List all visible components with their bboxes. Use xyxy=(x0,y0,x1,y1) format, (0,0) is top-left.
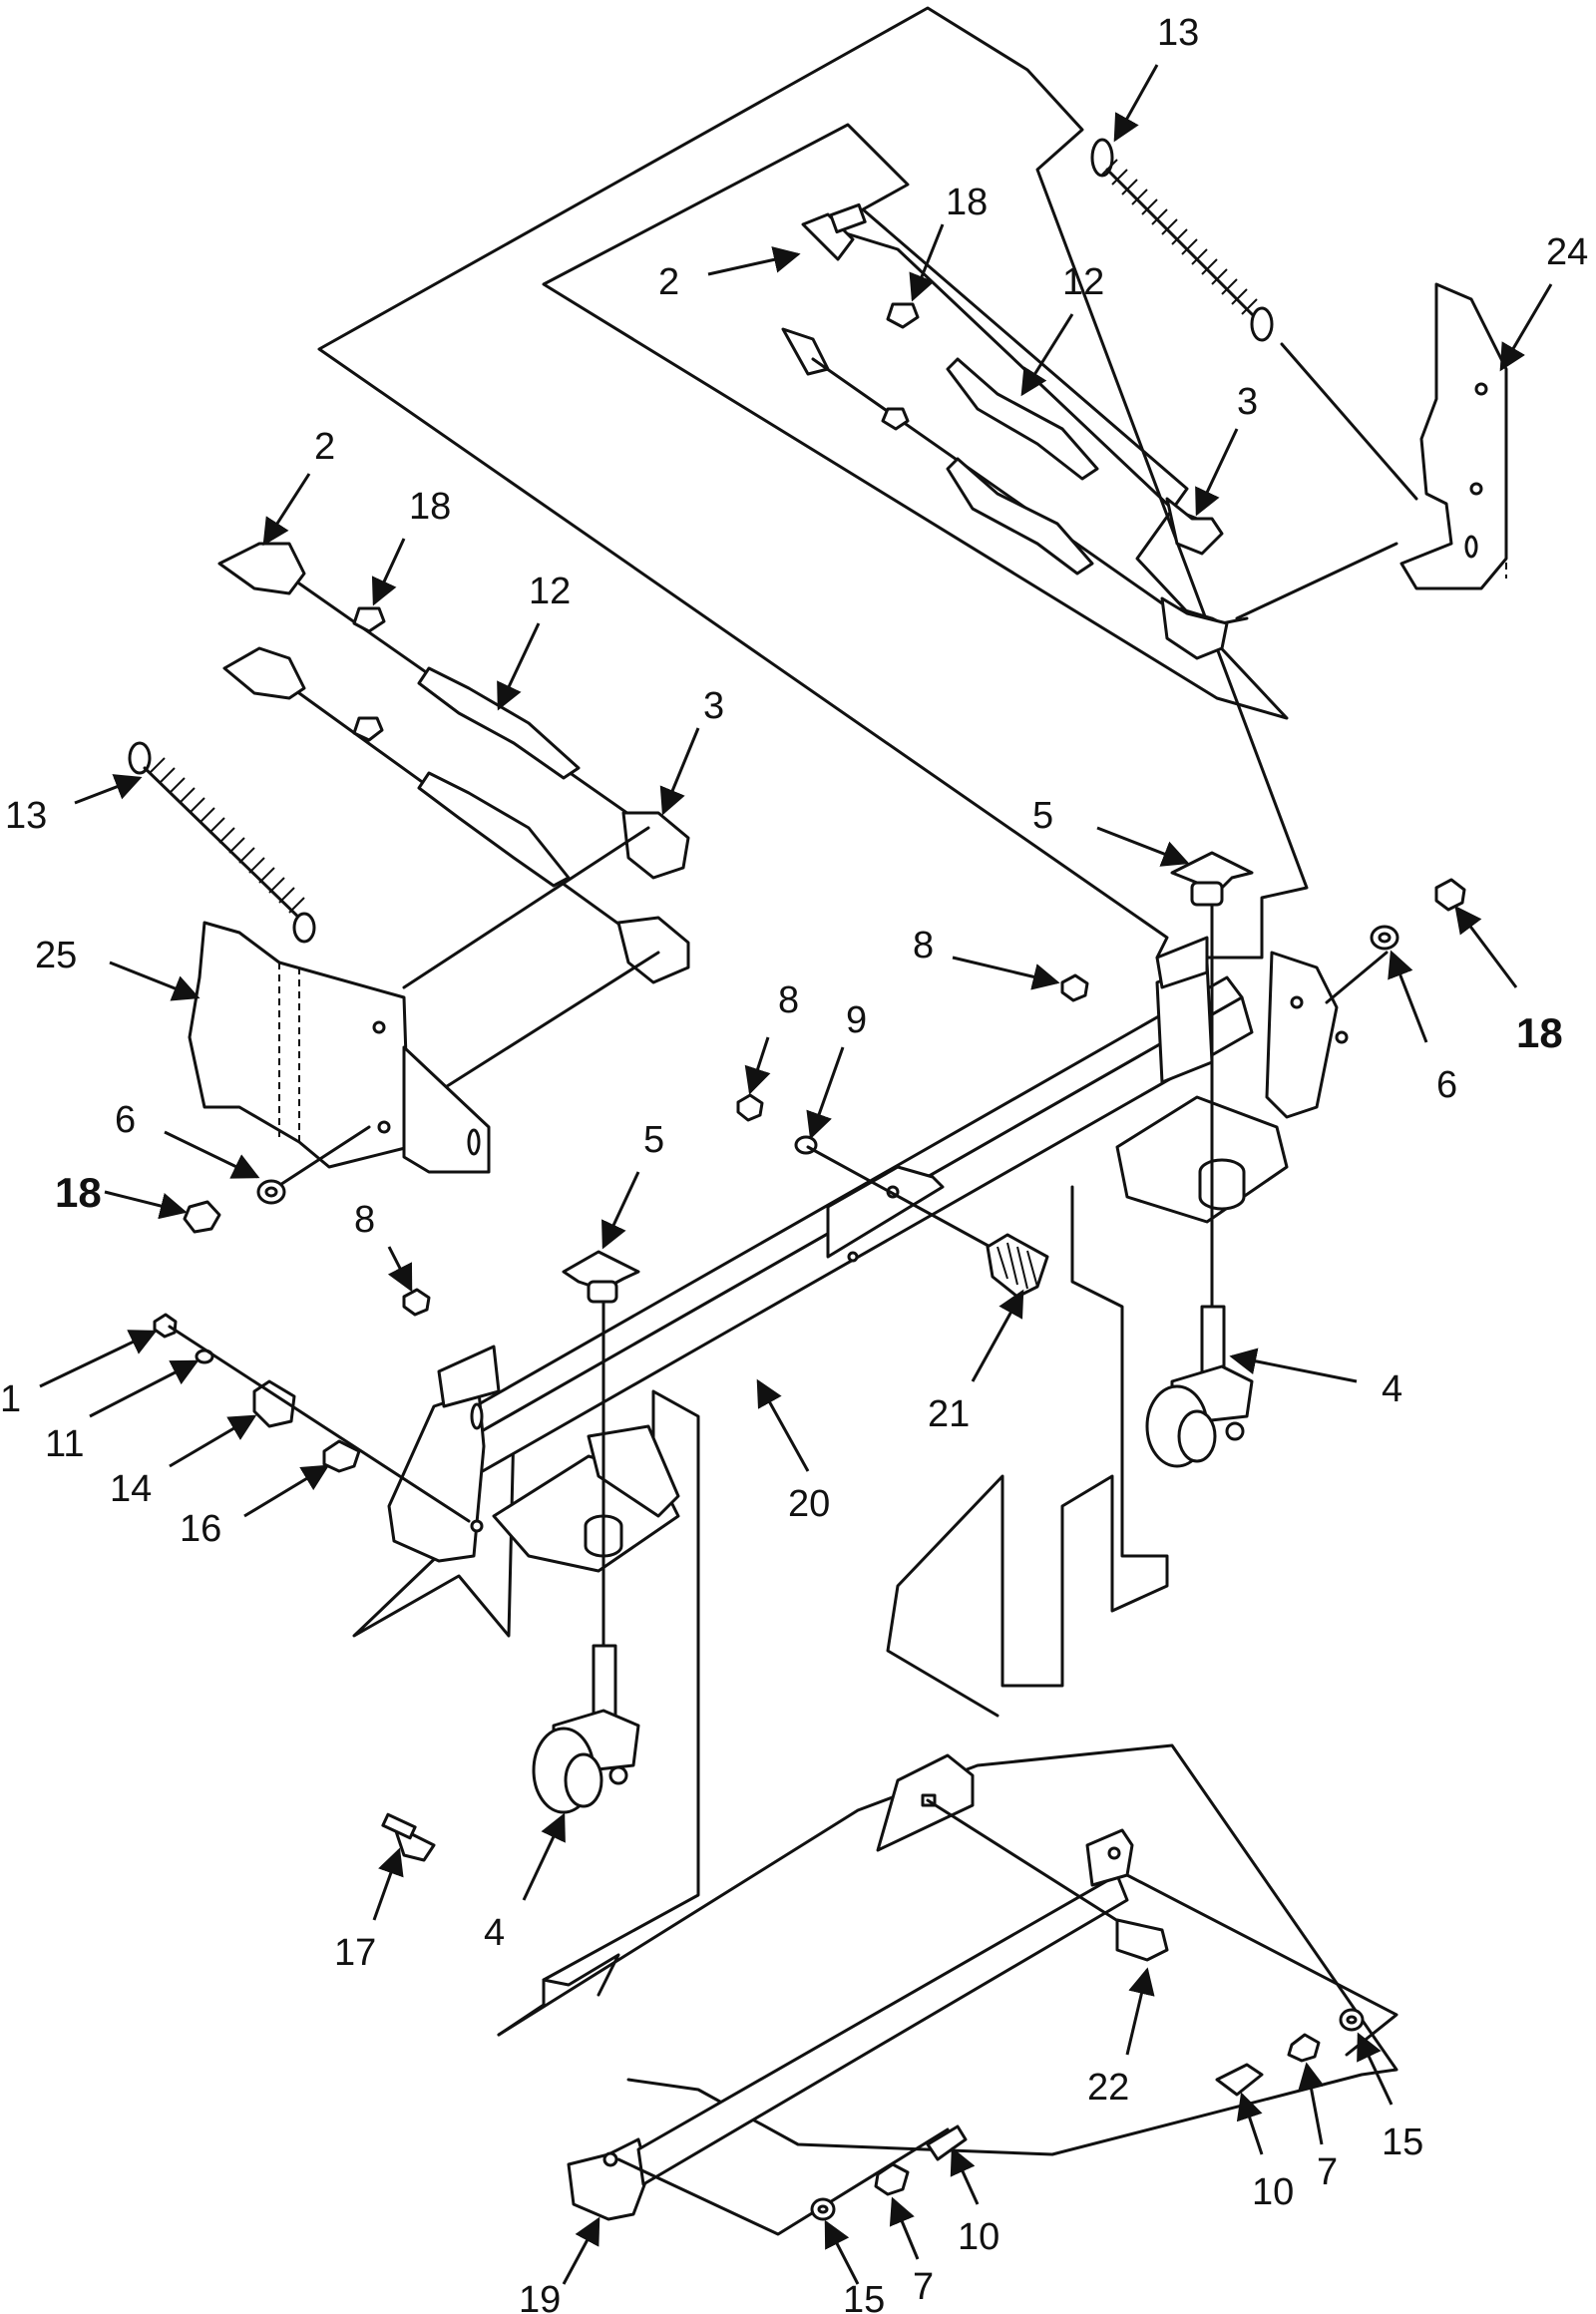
spring-to-bracket-line xyxy=(1280,342,1418,501)
tube-mount-plate xyxy=(826,1165,945,1259)
spacer-16 xyxy=(322,1439,361,1473)
left-bracket-25 xyxy=(188,921,491,1174)
right-caster-4 xyxy=(1145,1305,1254,1468)
left-tube-bracket xyxy=(387,1345,680,1573)
spring-21 xyxy=(986,1233,1049,1299)
callout-10-right: 10 xyxy=(1252,2171,1294,2213)
callout-20: 20 xyxy=(788,1483,830,1525)
left-linkage-rods xyxy=(217,542,690,1109)
callout-15-left: 15 xyxy=(843,2279,885,2314)
washer-15-right xyxy=(1339,2008,1365,2032)
nut-1 xyxy=(153,1313,178,1339)
callout-2-left: 2 xyxy=(314,426,335,468)
callout-22: 22 xyxy=(1087,2067,1129,2109)
bolt-22-line xyxy=(926,1798,1134,1932)
left-spring-13 xyxy=(128,741,316,944)
base-plate-19 xyxy=(567,1753,1134,2221)
callout-4-left: 4 xyxy=(484,1912,505,1954)
bolt-22 xyxy=(1115,1918,1169,1962)
callout-18-bold-left: 18 xyxy=(55,1169,102,1216)
callout-2-top: 2 xyxy=(658,261,679,303)
callout-5-right: 5 xyxy=(1032,795,1053,837)
left-caster-4 xyxy=(532,1644,640,1814)
callout-12-left: 12 xyxy=(529,571,571,612)
callout-11: 11 xyxy=(45,1423,84,1465)
base-plate-left-edge xyxy=(497,1953,620,2037)
callout-3-top: 3 xyxy=(1237,381,1258,423)
callout-10-left: 10 xyxy=(958,2216,999,2258)
callout-18-top: 18 xyxy=(946,182,988,223)
callout-6-left: 6 xyxy=(115,1099,136,1141)
upper-nut-8 xyxy=(1060,973,1089,1002)
outline-frames xyxy=(317,6,1398,2156)
washer-9-line xyxy=(806,1145,1019,1264)
callout-7-left: 7 xyxy=(913,2266,934,2308)
bushing-14 xyxy=(252,1379,296,1428)
callout-3-left: 3 xyxy=(703,685,724,727)
spacer-7-left xyxy=(874,2162,910,2196)
left-bolt-line xyxy=(267,1125,371,1194)
right-bolt-line xyxy=(1325,951,1389,1004)
right-washer-6 xyxy=(1370,925,1399,951)
callout-1: 1 xyxy=(0,1378,21,1420)
right-knob-5 xyxy=(1170,851,1254,907)
callout-25: 25 xyxy=(35,935,77,976)
bolt-10-right xyxy=(1215,2063,1264,2097)
callout-labels: 13 2 18 12 24 3 2 18 12 3 13 25 6 18 5 8… xyxy=(0,12,1588,2314)
callout-13-top: 13 xyxy=(1157,12,1199,54)
callout-8-mid: 8 xyxy=(778,979,799,1021)
callout-16: 16 xyxy=(180,1508,221,1550)
callout-24: 24 xyxy=(1546,231,1588,273)
callout-17: 17 xyxy=(334,1932,376,1974)
right-lower-frame xyxy=(886,1185,1169,1718)
callout-15-right: 15 xyxy=(1382,2121,1423,2163)
spacer-7-right xyxy=(1287,2033,1321,2063)
inner-linkage-frame xyxy=(542,123,1289,720)
top-linkage-rods xyxy=(781,202,1398,660)
upper-outline-frame xyxy=(317,6,1309,960)
left-nut-18 xyxy=(183,1200,221,1234)
callout-18-bold-right: 18 xyxy=(1516,1009,1563,1056)
mid-nut-8 xyxy=(736,1093,764,1122)
washer-15-left xyxy=(810,2197,836,2221)
left-knob-5 xyxy=(562,1250,640,1304)
callout-8-left: 8 xyxy=(354,1199,375,1241)
right-nut-18 xyxy=(1434,878,1466,912)
left-nut-8 xyxy=(402,1288,431,1317)
callout-19: 19 xyxy=(519,2279,561,2314)
callout-6-right: 6 xyxy=(1436,1064,1457,1106)
callout-12-top: 12 xyxy=(1062,261,1104,303)
top-spring-13 xyxy=(1090,138,1274,342)
bolt-17 xyxy=(381,1812,436,1862)
leader-arrows xyxy=(39,64,1553,2285)
callout-18-left: 18 xyxy=(409,486,451,528)
bolt-10-left xyxy=(926,2124,968,2161)
callout-13-left: 13 xyxy=(5,795,47,837)
callout-9: 9 xyxy=(846,999,867,1041)
callout-14: 14 xyxy=(110,1468,152,1510)
callout-8-right: 8 xyxy=(913,925,934,966)
callout-21: 21 xyxy=(928,1393,970,1435)
left-washer-6 xyxy=(256,1179,286,1205)
callout-5-left: 5 xyxy=(643,1119,664,1161)
callout-4-right: 4 xyxy=(1382,1368,1402,1410)
right-bracket-24 xyxy=(1399,282,1508,590)
left-hardware-line xyxy=(168,1325,471,1523)
callout-7-right: 7 xyxy=(1317,2151,1338,2193)
